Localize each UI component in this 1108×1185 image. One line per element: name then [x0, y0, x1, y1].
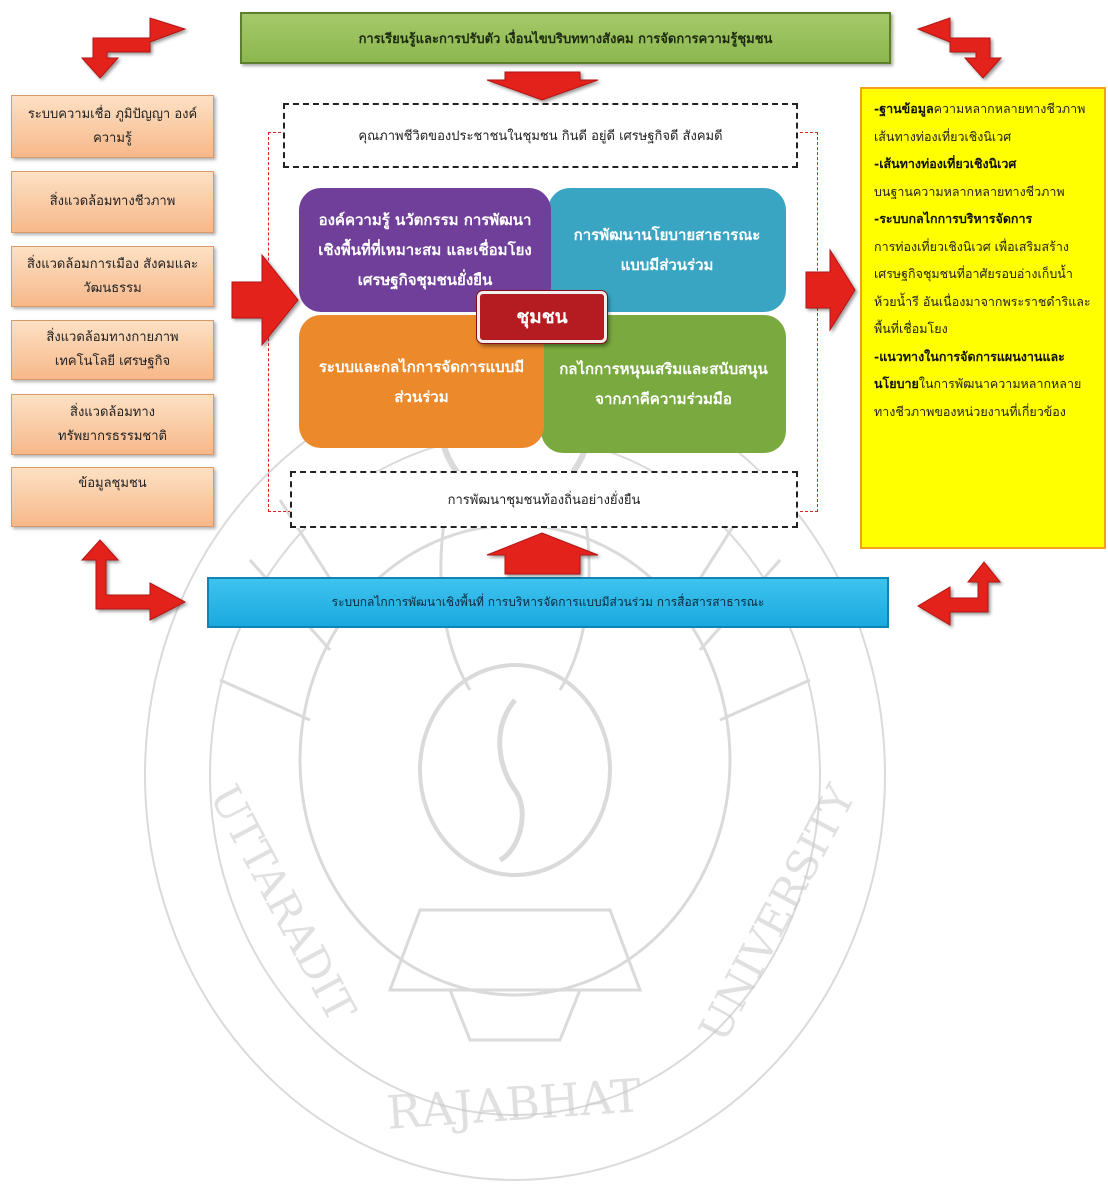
down-arrow-top — [486, 71, 599, 101]
right-arrow-left-side — [231, 253, 299, 347]
up-arrow-bottom — [486, 532, 599, 575]
block-public-policy: การพัฒนานโยบายสาธารณะแบบมีส่วนร่วม — [548, 188, 786, 312]
panel-item-route-title: -เส้นทางท่องเที่ยวเชิงนิเวศ — [874, 156, 1017, 171]
panel-item-policy-text: ในการพัฒนาความหลากหลายทางชีวภาพของหน่วยง… — [874, 376, 1082, 419]
panel-item-mechanism-title: -ระบบกลไกการบริหารจัดการ — [874, 211, 1033, 226]
block-support-mechanism: กลไกการหนุนเสริมและสนับสนุนจากภาคีความร่… — [541, 315, 786, 453]
left-factor-physical-tech: สิ่งแวดล้อมทางกายภาพ เทคโนโลยี เศรษฐกิจ — [11, 320, 214, 380]
elbow-arrow-bottom-left — [80, 539, 187, 621]
bottom-bar: ระบบกลไกการพัฒนาเชิงพื้นที่ การบริหารจัด… — [207, 577, 889, 628]
left-factor-political-social: สิ่งแวดล้อมการเมือง สังคมและวัฒนธรรม — [11, 246, 214, 307]
panel-item-database-text: ความหลากหลายทางชีวภาพเส้นทางท่องเที่ยวเช… — [874, 101, 1086, 144]
left-factor-biological: สิ่งแวดล้อมทางชีวภาพ — [11, 171, 214, 233]
panel-item-database-title: -ฐานข้อมูล — [874, 101, 934, 116]
community-core-label: ชุมชน — [477, 291, 607, 343]
left-factor-natural-resources: สิ่งแวดล้อมทาง ทรัพยากรธรรมชาติ — [11, 394, 214, 455]
left-factor-community-data: ข้อมูลชุมชน — [11, 467, 214, 527]
sustainable-development-box: การพัฒนาชุมชนท้องถิ่นอย่างยั่งยืน — [290, 471, 798, 528]
panel-item-policy-title: -แนวทางในการจัดการแผนงานและนโยบาย — [874, 348, 1065, 392]
panel-item-mechanism-text: การท่องเที่ยวเชิงนิเวศ เพื่อเสริมสร้างเศ… — [874, 238, 1091, 337]
elbow-arrow-bottom-right — [917, 561, 1002, 626]
elbow-arrow-top-left — [80, 17, 187, 79]
elbow-arrow-top-right — [916, 17, 1003, 79]
top-bar: การเรียนรู้และการปรับตัว เงื่อนไขบริบททา… — [240, 12, 891, 64]
right-outcome-panel: -ฐานข้อมูลความหลากหลายทางชีวภาพเส้นทางท่… — [860, 87, 1106, 549]
right-arrow-right-side — [805, 248, 856, 332]
panel-item-route-text: บนฐานความหลากหลายทางชีวภาพ — [874, 183, 1065, 199]
left-factor-belief: ระบบความเชื่อ ภูมิปัญญา องค์ความรู้ — [11, 95, 214, 158]
block-participatory-management: ระบบและกลไกการจัดการแบบมีส่วนร่วม — [299, 315, 544, 448]
quality-of-life-box: คุณภาพชีวิตของประชาชนในชุมชน กินดี อยู่ด… — [283, 103, 798, 168]
